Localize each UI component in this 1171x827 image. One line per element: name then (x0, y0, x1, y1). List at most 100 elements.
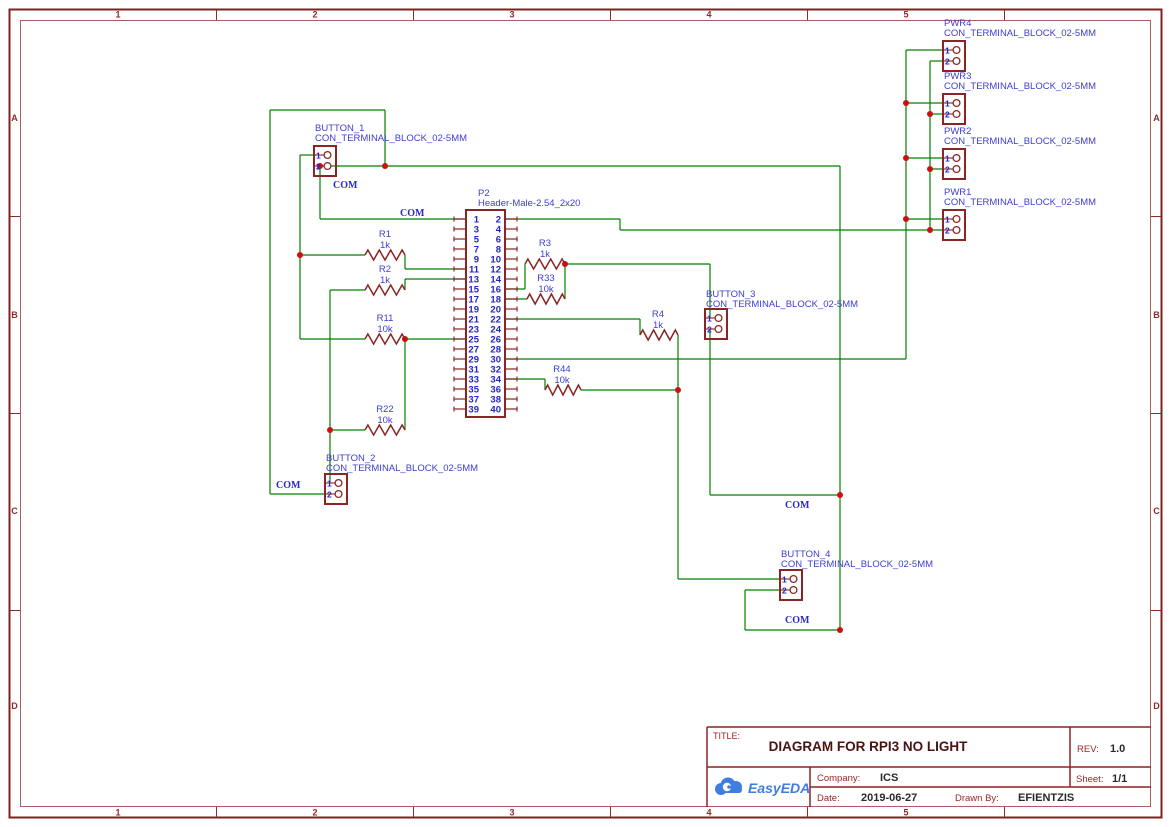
pin-number: 9 (474, 255, 479, 266)
company-label: Company: (817, 773, 860, 784)
sheet-title: DIAGRAM FOR RPI3 NO LIGHT (769, 739, 969, 754)
pin-number: 16 (490, 285, 501, 296)
pin-number: 2 (316, 162, 321, 172)
pin-number: 2 (707, 325, 712, 335)
pin-number: 15 (468, 285, 479, 296)
pin-number: 28 (490, 345, 501, 356)
ruler-col-1-bottom: 1 (115, 808, 120, 818)
pin-number: 30 (490, 355, 501, 366)
pin-number: 2 (782, 586, 787, 596)
ruler-row-c-left: C (11, 506, 18, 516)
component-p2-header[interactable]: 1357911131517192123252729313335373924681… (453, 188, 580, 418)
date-value: 2019-06-27 (861, 792, 917, 804)
pin-circle (334, 478, 343, 488)
ref-designator: R1 (379, 229, 391, 240)
ref-designator: BUTTON_4 (781, 549, 830, 560)
ruler-row-a-right: A (1153, 113, 1160, 123)
pin-circle (952, 45, 961, 55)
ruler-row-b-left: B (11, 310, 18, 320)
ref-designator: PWR2 (944, 126, 971, 137)
pin-number: 32 (490, 365, 501, 376)
value-label: Header-Male-2.54_2x20 (478, 198, 580, 209)
pin-number: 1 (327, 479, 332, 489)
pin-circle (952, 214, 961, 224)
ruler-col-3-bottom: 3 (509, 808, 514, 818)
ref-designator: R22 (376, 404, 393, 415)
ruler-row-d-right: D (1153, 701, 1160, 711)
pin-number: 2 (496, 215, 501, 226)
ruler-row-c-right: C (1153, 506, 1160, 516)
footprint-label: CON_TERMINAL_BLOCK_02-5MM (944, 136, 1096, 147)
footprint-label: CON_TERMINAL_BLOCK_02-5MM (944, 197, 1096, 208)
pin-number: 4 (496, 225, 502, 236)
terminal-block-body (324, 473, 348, 505)
pin-circle (714, 324, 723, 334)
pin-number: 27 (468, 345, 479, 356)
pin-number: 2 (945, 226, 950, 236)
value-label: 10k (538, 284, 554, 295)
pin-number: 1 (945, 46, 950, 56)
ruler-col-5-bottom: 5 (903, 808, 908, 818)
pin-number: 6 (496, 235, 501, 246)
pin-number: 34 (490, 375, 501, 386)
pin-number: 29 (468, 355, 479, 366)
ref-designator: R33 (537, 273, 554, 284)
net-labels: COM COM COM COM COM (276, 180, 810, 626)
terminal-block-body (313, 145, 337, 177)
header-body (465, 209, 506, 418)
ruler-col-3-top: 3 (509, 10, 514, 20)
pin-number: 36 (490, 385, 501, 396)
drawn-by-value: EFIENTZIS (1018, 792, 1074, 804)
ref-designator: R4 (652, 309, 664, 320)
ref-designator: R2 (379, 264, 391, 275)
pin-number: 19 (468, 305, 479, 316)
resistor-body (364, 423, 406, 437)
resistor-body (526, 292, 566, 306)
pin-number: 25 (468, 335, 479, 346)
ref-designator: BUTTON_1 (315, 123, 364, 134)
ref-designator: BUTTON_2 (326, 453, 375, 464)
resistor-body (364, 332, 406, 346)
pin-number: 12 (490, 265, 501, 276)
pin-circle (789, 574, 798, 584)
pin-circle (334, 489, 343, 499)
title-block: TITLE: DIAGRAM FOR RPI3 NO LIGHT REV: 1.… (706, 726, 1151, 807)
pin-number: 1 (707, 314, 712, 324)
ruler-col-2-top: 2 (312, 10, 317, 20)
pin-number: 2 (327, 490, 332, 500)
net-label-com: COM (400, 208, 425, 219)
resistor-body (364, 283, 406, 297)
resistor-body (364, 248, 406, 262)
ref-designator: PWR1 (944, 187, 971, 198)
resistor-body (524, 257, 566, 271)
pin-number: 24 (490, 325, 501, 336)
value-label: 1k (653, 320, 663, 331)
value-label: 10k (554, 375, 570, 386)
pin-number: 33 (468, 375, 479, 386)
pin-number: 8 (496, 245, 501, 256)
pin-number: 14 (490, 275, 501, 286)
pin-number: 17 (468, 295, 479, 306)
pin-circle (952, 225, 961, 235)
company-value: ICS (880, 772, 898, 784)
pin-number: 1 (945, 154, 950, 164)
pin-circle (789, 585, 798, 595)
sheet-value: 1/1 (1112, 773, 1127, 785)
